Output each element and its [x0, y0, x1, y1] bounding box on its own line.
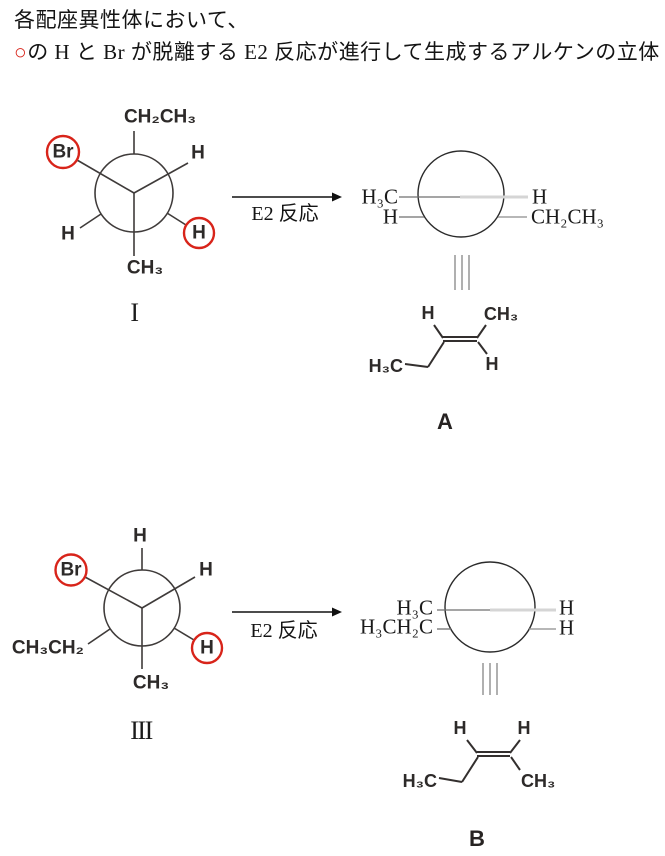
product-b-newman-structure — [437, 561, 556, 695]
newman-1-h-upper-right-label: H — [191, 142, 205, 164]
product-b-label: B — [469, 826, 485, 851]
highlight-circle-br — [45, 134, 81, 170]
product-b-newman-h-lower-label: H — [559, 615, 575, 640]
bond-to-h — [477, 341, 488, 355]
bond-to-chain — [427, 341, 445, 368]
bond-to-h — [509, 739, 521, 754]
product-b-newman-ch3-label: H₃C — [396, 595, 434, 620]
product-b-newman-h-upper-label: H — [559, 595, 575, 620]
bond-to-chain — [461, 756, 479, 783]
identity-symbol — [454, 255, 470, 290]
product-a-newman-h-left-label: H — [382, 204, 398, 229]
arrow-head-icon — [332, 192, 342, 202]
bond-to-h — [433, 324, 444, 339]
bond-to-ch3 — [510, 756, 521, 771]
newman-1-br-label: Br — [52, 141, 74, 163]
bond-front-to-br — [76, 159, 135, 194]
product-a-newman-structure — [399, 150, 528, 290]
product-a-skeletal-structure — [404, 324, 488, 368]
conformer-1-label: I — [130, 298, 139, 327]
bond-to-ch3 — [476, 324, 487, 339]
product-b-newman-ethyl-label: H₃CH₂C — [360, 614, 433, 639]
red-circle-marker: ○ — [14, 40, 28, 64]
highlight-circle-br — [54, 553, 88, 587]
bond-back-lower-left — [87, 628, 111, 645]
product-a-h-upper-left-label: H — [421, 303, 435, 323]
product-a-h-lower-right-label: H — [485, 354, 499, 374]
bond-to-h — [466, 739, 478, 754]
identity-symbol — [482, 663, 498, 695]
e2-arrow-1-label: E2 反応 — [251, 203, 319, 225]
newman-1-methyl-label: CH₃ — [126, 257, 164, 279]
bond-front-to-br — [84, 576, 143, 609]
bond-front-upper-right — [141, 576, 196, 609]
newman-projection-1 — [45, 131, 216, 256]
bond-back-lower-left — [79, 213, 102, 229]
product-b-ch3-lower-left-label: H₃C — [402, 771, 437, 791]
conformer-3-label: III — [130, 716, 153, 745]
heading-line-1: 各配座異性体において、 — [14, 8, 249, 32]
newman-1-h-lower-left-label: H — [61, 223, 75, 245]
heading-line-2-text: の H と Br が脱離する E2 反応が進行して生成するアルケンの立体 — [27, 40, 660, 64]
reaction-arrow-2 — [232, 607, 342, 617]
bond-front-upper-right — [133, 162, 189, 194]
newman-circle — [444, 561, 536, 653]
product-b-h-upper-right-label: H — [517, 718, 531, 738]
newman-circle — [417, 150, 505, 238]
product-b-skeletal-structure — [438, 739, 521, 783]
highlight-circle-h — [182, 216, 216, 250]
product-b-h-upper-left-label: H — [453, 718, 467, 738]
newman-3-h-top-label: H — [133, 525, 147, 547]
highlight-circle-h — [190, 631, 224, 665]
product-a-label: A — [437, 409, 453, 434]
e2-arrow-2-label: E2 反応 — [250, 620, 318, 642]
product-a-ch3-upper-right-label: CH₃ — [483, 304, 519, 324]
reaction-arrow-1 — [232, 192, 342, 202]
product-a-newman-ethyl-label: CH₂CH₃ — [531, 204, 604, 229]
newman-1-h-circled-label: H — [192, 222, 206, 244]
bond-chain — [438, 777, 463, 783]
newman-1-ethyl-label: CH₂CH₃ — [123, 106, 197, 128]
bond-back-lower-right — [173, 627, 195, 641]
product-a-newman-h-right-label: H — [532, 184, 548, 209]
newman-projection-3 — [54, 548, 224, 669]
product-a-ch3-lower-left-label: H₃C — [368, 356, 403, 376]
newman-3-br-label: Br — [60, 559, 82, 581]
arrow-head-icon — [332, 607, 342, 617]
newman-3-h-circled-label: H — [200, 637, 214, 659]
newman-3-h-upper-right-label: H — [199, 559, 213, 581]
bond-chain — [404, 363, 429, 368]
product-b-ch3-lower-right-label: CH₃ — [521, 771, 556, 791]
product-a-newman-ch3-label: H₃C — [361, 184, 399, 209]
bond-back-lower-right — [166, 212, 187, 226]
heading-line-2: ○の H と Br が脱離する E2 反応が進行して生成するアルケンの立体 — [14, 38, 660, 66]
newman-3-ethyl-label: CH₃CH₂ — [11, 637, 84, 659]
newman-3-methyl-label: CH₃ — [132, 672, 170, 694]
